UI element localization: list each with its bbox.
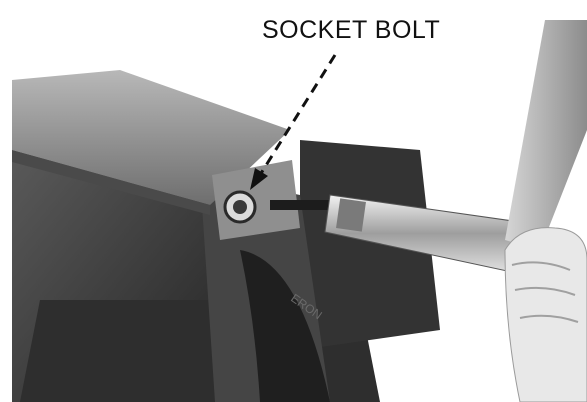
hand <box>504 227 587 402</box>
vise-rear-jaw <box>300 140 440 350</box>
callout-background <box>248 12 448 54</box>
callout-arrowhead <box>250 168 268 190</box>
callout-leader <box>258 54 337 176</box>
vise-casting-arm <box>240 250 330 402</box>
wrench-blade <box>505 20 587 250</box>
metal-plate <box>12 70 290 205</box>
hex-key <box>270 200 340 210</box>
socket-bolt-label: SOCKET BOLT <box>262 16 441 44</box>
metal-plate-edge <box>12 150 210 215</box>
